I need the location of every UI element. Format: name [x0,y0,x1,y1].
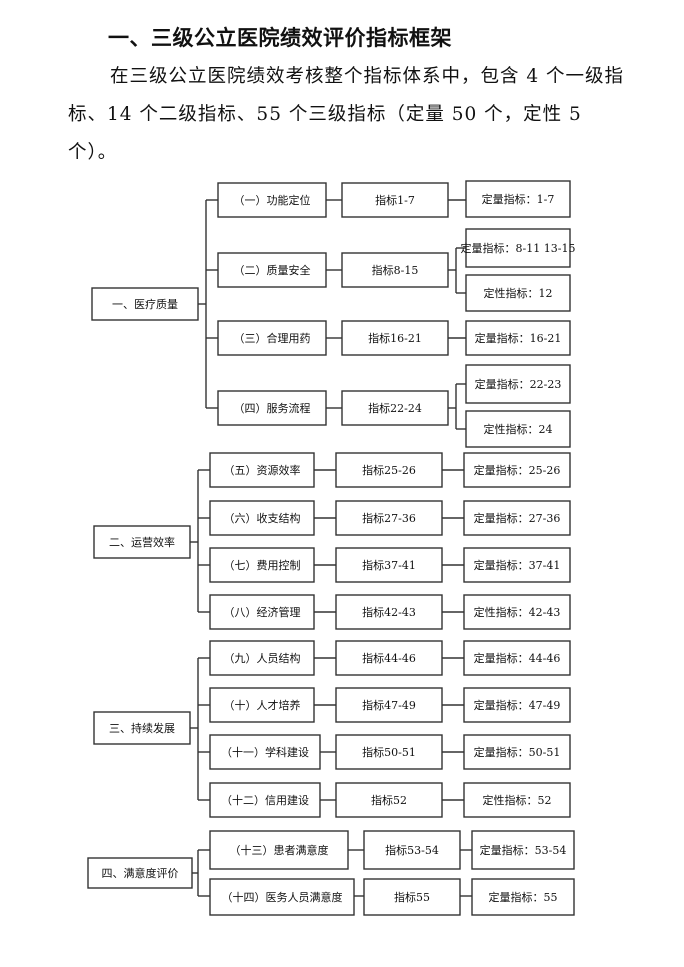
level1-group-4-level2-1-label: （十三）患者满意度 [230,843,329,857]
level1-group-1-level2-4-type-2-label: 定性指标：24 [484,422,553,436]
level1-group-3-level2-2-type-1-box [463,687,571,723]
level1-group-1-level2-3-range-box [341,320,449,356]
level1-group-2-level2-3-range-box [335,547,443,583]
level1-group-3-level2-2-range-label: 指标47-49 [362,698,416,712]
level1-group-1-level2-4-box [217,390,327,426]
level1-group-3-level2-3-range-box [335,734,443,770]
level1-group-1-level2-2-range-label: 指标8-15 [372,263,419,277]
level1-group-3-level2-3-box [209,734,321,770]
level1-group-3-level2-3-type-1-box [463,734,571,770]
level1-group-2-level2-4-type-1-box [463,594,571,630]
level1-group-4-level2-2-label: （十四）医务人员满意度 [222,890,343,904]
level1-group-2-level2-2-range-box [335,500,443,536]
level1-group-4-level2-1-box [209,830,349,870]
level1-group-3-level2-3-label: （十一）学科建设 [221,745,309,759]
level1-group-1-level2-3-range-label: 指标16-21 [368,331,422,345]
level1-group-3-level2-4-box [209,782,321,818]
level1-group-4-level2-2-type-1-box [471,878,575,916]
level1-group-1-title-box [91,287,199,321]
level1-group-1-level2-2-range-box [341,252,449,288]
level1-group-2-level2-1-type-1-box [463,452,571,488]
level1-group-2-level2-3-box [209,547,315,583]
level1-group-1-level2-2-type-1-box [465,228,571,268]
level1-group-1-level2-4-type-1-label: 定量指标：22-23 [475,377,562,391]
level1-group-2-level2-1-box [209,452,315,488]
level1-group-4-title-box [87,857,193,889]
level1-group-3-level2-4-type-1-label: 定性指标：52 [483,793,552,807]
intro-paragraph: 在三级公立医院绩效考核整个指标体系中，包含 4 个一级指标、14 个二级指标、5… [68,66,625,163]
level1-group-1-title-label: 一、医疗质量 [112,297,178,311]
level1-group-3-level2-3-type-1-label: 定量指标：50-51 [474,745,561,759]
level1-group-2-level2-2-range-label: 指标27-36 [362,511,416,525]
level1-group-1-level2-4-range-box [341,390,449,426]
level1-group-4-level2-2-box [209,878,355,916]
level1-group-2-level2-4-type-1-label: 定性指标：42-43 [474,605,561,619]
level1-group-3-level2-1-label: （九）人员结构 [224,651,301,665]
level1-group-3-title-label: 三、持续发展 [109,721,175,735]
level1-group-3-title-box [93,711,191,745]
level1-group-1-level2-4-type-2-box [465,410,571,448]
level1-group-2-level2-2-box [209,500,315,536]
level1-group-3-level2-1-type-1-label: 定量指标：44-46 [474,651,561,665]
level1-group-1-level2-1-range-box [341,182,449,218]
level1-group-3-level2-2-type-1-label: 定量指标：47-49 [474,698,561,712]
level1-group-2-level2-1-range-box [335,452,443,488]
level1-group-4-level2-1-type-1-label: 定量指标：53-54 [480,843,567,857]
level1-group-4-level2-2-range-label: 指标55 [394,890,430,904]
level1-group-2-level2-4-label: （八）经济管理 [224,605,301,619]
level1-group-1-level2-1-range-label: 指标1-7 [375,193,415,207]
level1-group-3-level2-4-type-1-box [463,782,571,818]
level1-group-1-level2-2-type-2-box [465,274,571,312]
level1-group-1-level2-3-type-1-box [465,320,571,356]
level1-group-2-level2-2-label: （六）收支结构 [224,511,301,525]
level1-group-1-level2-4-label: （四）服务流程 [234,401,311,415]
level1-group-4-level2-2-range-box [363,878,461,916]
level1-group-3-level2-4-range-box [335,782,443,818]
level1-group-3-level2-2-label: （十）人才培养 [224,698,301,712]
level1-group-1-level2-1-type-1-box [465,180,571,218]
level1-group-2-level2-3-label: （七）费用控制 [224,558,301,572]
level1-group-3-level2-1-range-box [335,640,443,676]
level1-group-1-level2-1-box [217,182,327,218]
level1-group-2-title-label: 二、运营效率 [109,535,175,549]
level1-group-1-level2-4-range-label: 指标22-24 [368,401,422,415]
level1-group-3-level2-2-box [209,687,315,723]
level1-group-4-level2-1-type-1-box [471,830,575,870]
level1-group-4-title-label: 四、满意度评价 [102,866,179,880]
level1-group-3-level2-1-type-1-box [463,640,571,676]
level1-group-2-level2-4-range-label: 指标42-43 [362,605,416,619]
level1-group-1-level2-2-type-2-label: 定性指标：12 [484,286,553,300]
level1-group-1-level2-2-type-1-label: 定量指标：8-11 13-15 [461,241,576,255]
level1-group-1-level2-2-label: （二）质量安全 [234,263,311,277]
level1-group-2-level2-2-type-1-label: 定量指标：27-36 [474,511,561,525]
level1-group-2-level2-3-type-1-box [463,547,571,583]
level1-group-3-level2-4-range-label: 指标52 [371,793,407,807]
section-heading: 一、三级公立医院绩效评价指标框架 [108,26,452,50]
level1-group-2-level2-1-range-label: 指标25-26 [362,463,416,477]
level1-group-2-level2-4-box [209,594,315,630]
level1-group-2-level2-4-range-box [335,594,443,630]
level1-group-1-level2-1-type-1-label: 定量指标：1-7 [482,192,555,206]
level1-group-4-level2-1-range-label: 指标53-54 [385,843,439,857]
level1-group-4-level2-2-type-1-label: 定量指标：55 [489,890,558,904]
level1-group-1-level2-3-label: （三）合理用药 [234,331,311,345]
level1-group-2-level2-1-label: （五）资源效率 [224,463,301,477]
level1-group-3-level2-3-range-label: 指标50-51 [362,745,416,759]
level1-group-1-level2-3-type-1-label: 定量指标：16-21 [475,331,562,345]
level1-group-2-level2-3-range-label: 指标37-41 [362,558,416,572]
level1-group-3-level2-1-range-label: 指标44-46 [362,651,416,665]
level1-group-2-title-box [93,525,191,559]
level1-group-2-level2-3-type-1-label: 定量指标：37-41 [474,558,561,572]
level1-group-2-level2-2-type-1-box [463,500,571,536]
level1-group-1-level2-1-label: （一）功能定位 [234,193,311,207]
level1-group-2-level2-1-type-1-label: 定量指标：25-26 [474,463,561,477]
level1-group-1-level2-4-type-1-box [465,364,571,404]
level1-group-3-level2-4-label: （十二）信用建设 [221,793,309,807]
